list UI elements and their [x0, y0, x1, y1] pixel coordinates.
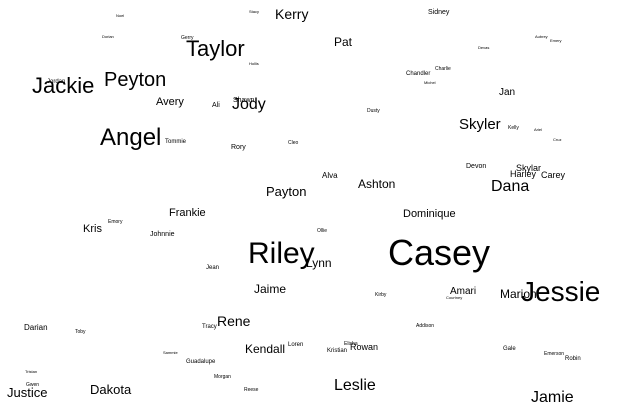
cloud-word-carey: Carey	[541, 170, 566, 180]
cloud-word-jordan: Jordan	[47, 79, 66, 85]
cloud-word-amari: Amari	[450, 286, 477, 297]
cloud-word-reese: Reese	[244, 387, 259, 393]
cloud-word-marion: Marion	[500, 287, 537, 301]
cloud-word-robin: Robin	[565, 356, 581, 362]
cloud-word-devon: Devon	[466, 163, 487, 170]
cloud-word-leslie: Leslie	[334, 377, 376, 394]
cloud-word-charlie: Charlie	[435, 66, 451, 72]
cloud-word-skylar: Skylar	[516, 163, 542, 173]
cloud-word-rowan: Rowan	[350, 342, 379, 352]
cloud-word-rene: Rene	[217, 313, 251, 329]
cloud-word-addison: Addison	[416, 323, 435, 329]
cloud-word-jean: Jean	[206, 265, 220, 271]
cloud-word-emory: Emory	[108, 219, 123, 225]
cloud-word-casey: Casey	[388, 232, 491, 273]
cloud-word-dominique: Dominique	[403, 208, 456, 220]
cloud-word-rory: Rory	[231, 144, 246, 151]
cloud-word-ali: Ali	[212, 102, 220, 109]
cloud-word-jaime: Jaime	[254, 282, 287, 296]
cloud-word-gerry: Gerry	[181, 35, 194, 41]
cloud-word-dana: Dana	[491, 178, 530, 195]
cloud-word-riley: Riley	[248, 237, 315, 270]
cloud-word-emery: Emery	[550, 38, 562, 43]
cloud-word-taylor: Taylor	[186, 36, 245, 61]
cloud-word-hollis: Hollis	[249, 61, 259, 66]
cloud-word-toby: Toby	[75, 329, 86, 335]
cloud-word-tommie: Tommie	[165, 139, 187, 145]
cloud-word-jackie: Jackie	[32, 73, 95, 98]
cloud-word-harley: Harley	[510, 169, 537, 179]
cloud-word-elisha: Elisha	[344, 341, 358, 347]
cloud-word-jamie: Jamie	[531, 389, 574, 406]
cloud-word-ollie: Ollie	[317, 228, 328, 234]
cloud-word-tracy: Tracy	[202, 324, 217, 330]
cloud-word-loren: Loren	[288, 342, 304, 348]
cloud-word-kerry: Kerry	[275, 6, 309, 22]
cloud-word-dorian: Dorian	[102, 34, 114, 39]
cloud-word-gwen: Gwen	[26, 382, 40, 388]
cloud-word-aubrey: Aubrey	[535, 34, 548, 39]
cloud-word-ariel: Ariel	[534, 127, 543, 132]
cloud-word-lynn: Lynn	[306, 256, 332, 270]
cloud-word-skyler: Skyler	[459, 116, 501, 133]
cloud-word-dusty: Dusty	[367, 108, 380, 114]
cloud-word-gale: Gale	[503, 346, 516, 352]
cloud-word-frankie: Frankie	[169, 207, 206, 219]
cloud-word-payton: Payton	[266, 184, 307, 199]
cloud-word-guadalupe: Guadalupe	[186, 359, 216, 365]
cloud-word-kris: Kris	[83, 223, 102, 235]
cloud-word-angel: Angel	[100, 124, 162, 151]
cloud-word-devas: Devas	[478, 45, 490, 50]
cloud-word-kirby: Kirby	[375, 292, 387, 298]
cloud-word-michel: Michel	[424, 80, 436, 85]
cloud-word-peyton: Peyton	[104, 69, 167, 91]
cloud-word-courtney: Courtney	[446, 295, 463, 300]
cloud-word-cruz: Cruz	[553, 137, 562, 142]
cloud-word-sammie: Sammie	[163, 350, 178, 355]
cloud-word-chandler: Chandler	[406, 71, 431, 77]
cloud-word-sidney: Sidney	[428, 9, 450, 16]
cloud-word-cleo: Cleo	[288, 140, 299, 146]
cloud-word-kendall: Kendall	[245, 342, 286, 356]
cloud-word-darian: Darian	[24, 323, 48, 332]
cloud-word-tristan: Tristan	[25, 369, 38, 374]
cloud-word-emerson: Emerson	[544, 351, 565, 357]
cloud-word-ashton: Ashton	[358, 177, 396, 191]
cloud-word-morgan: Morgan	[214, 374, 231, 380]
cloud-word-alva: Alva	[322, 171, 338, 180]
cloud-word-pat: Pat	[334, 35, 353, 49]
cloud-word-justice: Justice	[7, 385, 48, 400]
cloud-word-shawn: Shawn	[233, 97, 255, 104]
cloud-word-dakota: Dakota	[90, 382, 132, 397]
cloud-word-johnnie: Johnnie	[150, 231, 175, 238]
cloud-word-kristian: Kristian	[327, 348, 348, 354]
cloud-word-jan: Jan	[499, 87, 516, 98]
cloud-word-stacy: Stacy	[249, 9, 260, 14]
cloud-word-jody: Jody	[232, 96, 266, 113]
cloud-word-noel: Noel	[116, 13, 125, 18]
cloud-word-kelly: Kelly	[508, 125, 519, 131]
cloud-word-avery: Avery	[156, 96, 184, 108]
cloud-word-jessie: Jessie	[521, 276, 601, 307]
